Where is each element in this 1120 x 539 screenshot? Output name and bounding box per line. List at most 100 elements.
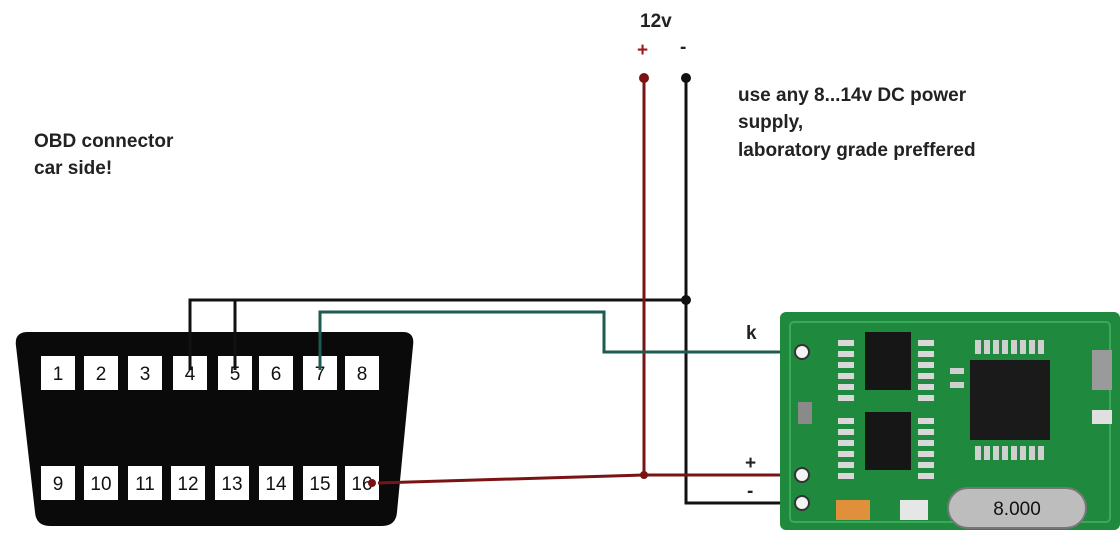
supply-positive-terminal	[639, 73, 649, 83]
obd-pin-label: 2	[96, 364, 107, 385]
header-pin	[1002, 446, 1008, 460]
header-pin	[975, 446, 981, 460]
obd-pin-label: 13	[221, 474, 242, 495]
negative-pad	[794, 495, 810, 511]
header-pin	[984, 446, 990, 460]
header-pin	[1020, 446, 1026, 460]
smd-resistor	[838, 362, 854, 368]
smd-resistor	[918, 351, 934, 357]
smd-resistor	[838, 373, 854, 379]
microcontroller-chip	[970, 360, 1050, 440]
crystal-oscillator	[947, 487, 1087, 529]
obd-pin-label: 16	[351, 474, 372, 495]
tantalum-capacitor	[836, 500, 870, 520]
smd-resistor	[918, 440, 934, 446]
obd-pin-3	[128, 356, 162, 390]
k-line-wire	[318, 310, 802, 370]
obd-pin-label: 10	[90, 474, 111, 495]
obd-pin-9	[41, 466, 75, 500]
header-pin	[1002, 340, 1008, 354]
obd-pin-2	[84, 356, 118, 390]
smd-resistor	[838, 384, 854, 390]
obd-pin-label: 12	[177, 474, 198, 495]
smd-resistor	[838, 351, 854, 357]
positive-pad	[794, 467, 810, 483]
smd-resistor	[918, 418, 934, 424]
obd-pin-label: 3	[140, 364, 151, 385]
smd-resistor	[838, 340, 854, 346]
header-pin	[1011, 446, 1017, 460]
header-pin	[1029, 446, 1035, 460]
smd-resistor	[918, 384, 934, 390]
smd-part	[900, 500, 928, 520]
smd-resistor	[918, 362, 934, 368]
smd-part	[1092, 350, 1112, 390]
module-k-label: k	[746, 323, 757, 344]
obd-pin-1	[41, 356, 75, 390]
smd-resistor	[918, 473, 934, 479]
pin16-solder	[368, 479, 376, 487]
positive-wire-pin16	[377, 473, 645, 485]
obd-pin-label: 6	[271, 364, 282, 385]
supply-plus-label: +	[637, 40, 649, 61]
obd-pin-label: 11	[135, 474, 155, 495]
header-pin	[993, 340, 999, 354]
obd-pin-label: 4	[185, 364, 196, 385]
smd-resistor	[918, 340, 934, 346]
connector-caption-line-2: car side!	[34, 158, 113, 179]
ground-junction	[681, 295, 691, 305]
obd-pin-label: 14	[265, 474, 287, 495]
interface-module: 8.000	[780, 312, 1120, 530]
obd-pin-14	[259, 466, 293, 500]
obd-pin-label: 8	[357, 364, 368, 385]
smd-resistor	[918, 373, 934, 379]
supply-negative-terminal	[681, 73, 691, 83]
supply-minus-label: -	[680, 37, 687, 58]
obd-pin-12	[171, 466, 205, 500]
header-pin	[1038, 340, 1044, 354]
header-pin	[984, 340, 990, 354]
module-minus-label: -	[747, 481, 754, 502]
note-line-1: use any 8...14v DC power	[738, 85, 967, 106]
obd-pin-13	[215, 466, 249, 500]
header-pin	[975, 340, 981, 354]
obd-pin-15	[303, 466, 337, 500]
smd-part	[798, 402, 812, 424]
ic-chip-2	[865, 412, 911, 470]
obd-pin-label: 1	[53, 364, 64, 385]
obd-pin-label: 5	[230, 364, 241, 385]
crystal-label: 8.000	[993, 499, 1041, 520]
smd-resistor	[918, 451, 934, 457]
smd-part	[1092, 410, 1112, 424]
positive-wire-supply	[642, 78, 802, 477]
smd-resistor	[838, 429, 854, 435]
smd-part	[950, 368, 964, 374]
header-pin	[1011, 340, 1017, 354]
smd-part	[950, 382, 964, 388]
header-pin	[1038, 446, 1044, 460]
k-pad	[794, 344, 810, 360]
obd-pin-8	[345, 356, 379, 390]
smd-resistor	[838, 418, 854, 424]
obd-pin-11	[128, 466, 162, 500]
ground-wire-supply	[684, 78, 802, 505]
obd-pin-10	[84, 466, 118, 500]
obd-pin-label: 15	[309, 474, 330, 495]
smd-resistor	[838, 440, 854, 446]
ic-chip-1	[865, 332, 911, 390]
module-plus-label: +	[745, 453, 757, 474]
header-pin	[993, 446, 999, 460]
smd-resistor	[838, 462, 854, 468]
smd-resistor	[838, 451, 854, 457]
supply-voltage-label: 12v	[640, 11, 672, 32]
ground-wire-obd	[188, 298, 686, 370]
note-line-3: laboratory grade preffered	[738, 140, 976, 161]
smd-resistor	[918, 429, 934, 435]
header-pin	[1029, 340, 1035, 354]
positive-junction	[640, 471, 648, 479]
smd-resistor	[918, 462, 934, 468]
header-pin	[1020, 340, 1026, 354]
